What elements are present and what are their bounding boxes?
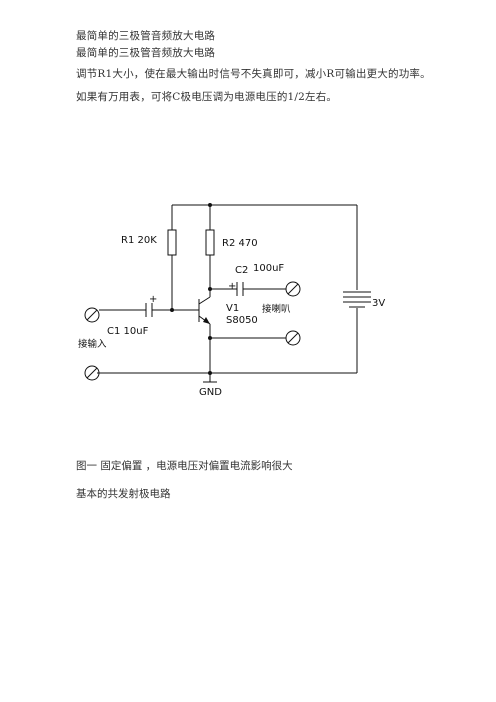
battery-label: 3V (372, 298, 385, 309)
section-subheading: 基本的共发射极电路 (76, 488, 171, 500)
title-line-1: 最简单的三极管音频放大电路 (76, 30, 216, 42)
c2-plus-sign: + (228, 281, 236, 292)
input-label: 接输入 (78, 338, 107, 350)
c1-label: C1 10uF (107, 326, 149, 337)
speaker-label: 接喇叭 (262, 303, 291, 315)
output-terminal-top (285, 281, 301, 297)
battery-symbol (343, 291, 371, 308)
c1-plus-sign: + (149, 294, 157, 305)
r2-resistor (205, 229, 215, 256)
r1-resistor (167, 229, 177, 256)
input-terminal-top (84, 307, 100, 323)
instruction-line-r1: 调节R1大小，使在最大输出时信号不失真即可，减小R可输出更大的功率。 (76, 68, 431, 80)
transistor-v1 (172, 296, 211, 325)
junction-dot-top-r2 (208, 203, 212, 207)
instruction-line-voltage: 如果有万用表，可将C极电压调为电源电压的1/2左右。 (76, 91, 338, 103)
c2-value: 100uF (253, 263, 284, 274)
r2-label: R2 470 (222, 238, 258, 249)
output-terminal-bottom (285, 330, 301, 346)
r1-label: R1 20K (121, 235, 157, 246)
title-line-2: 最简单的三极管音频放大电路 (76, 47, 216, 59)
figure-caption: 图一 固定偏置 ，电源电压对偏置电流影响很大 (76, 460, 293, 472)
transistor-name: V1 (226, 303, 239, 314)
transistor-model: S8050 (226, 315, 258, 326)
c2-label: C2 (235, 265, 248, 276)
input-terminal-bottom (84, 365, 100, 381)
gnd-label: GND (199, 387, 222, 398)
